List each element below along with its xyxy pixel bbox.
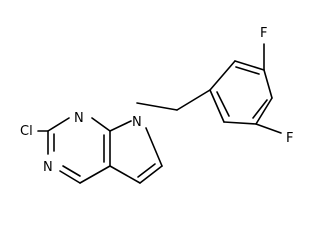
chlorine-label: Cl <box>20 124 33 139</box>
bond-ph-c4-c5 <box>255 97 273 125</box>
bond-ph-c4-c5-inner <box>252 99 268 119</box>
bond-n1-c7a <box>91 117 111 132</box>
molecule-structure: Cl N N N F F <box>20 26 293 184</box>
bond-ph-c6-c1 <box>209 89 225 123</box>
difluorophenyl-ring <box>209 43 282 134</box>
bond-ph-c6-c1-inner <box>216 91 230 117</box>
bond-c-f-bottom <box>255 123 282 134</box>
bond-c2-n1 <box>47 117 70 132</box>
fluorine-bottom-label: F <box>286 131 293 146</box>
bond-ph-c3-c4 <box>263 69 273 99</box>
bond-c6-c5-inner <box>137 163 156 178</box>
bond-n7-c6 <box>145 127 163 167</box>
bond-c4-n3-inner <box>62 165 81 177</box>
pyrrole-ring <box>109 120 163 184</box>
bond-n7-ch2 <box>136 102 178 111</box>
bond-c5-c4a <box>109 165 141 184</box>
bond-ph-c2-c3 <box>234 60 265 71</box>
pyrimidine-n1-label: N <box>74 111 84 126</box>
pyrrole-n7-label: N <box>132 115 142 130</box>
bond-ph-c1-c2 <box>209 60 236 91</box>
pyrimidine-n3-label: N <box>43 160 53 175</box>
pyrimidine-ring <box>37 117 111 184</box>
bond-ch2-ring <box>176 89 211 111</box>
bond-c4-n3 <box>59 170 81 184</box>
bond-ph-c5-c6 <box>223 121 257 125</box>
bond-c6-c5 <box>139 165 163 184</box>
bond-ph-c2-c3-inner <box>235 66 260 75</box>
fluorine-top-label: F <box>260 26 267 41</box>
bond-c7a-n7 <box>109 120 132 132</box>
bond-c4a-c4 <box>79 165 111 184</box>
